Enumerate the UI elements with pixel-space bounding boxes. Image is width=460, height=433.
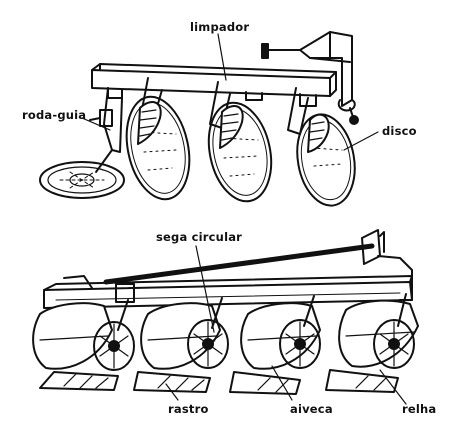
moldboard-hitch	[103, 229, 413, 301]
disc-plow	[39, 31, 379, 207]
coulter-4	[373, 319, 415, 369]
coulter-2	[187, 319, 229, 369]
moldboard-plow	[32, 229, 419, 405]
label-sega-circular: sega circular	[156, 230, 243, 244]
plow-body-2	[133, 302, 221, 393]
plow-discs	[125, 95, 356, 207]
coulters	[93, 319, 415, 371]
coulter-3	[279, 319, 321, 369]
label-limpador: limpador	[190, 20, 250, 34]
moldboard-frame	[43, 275, 413, 309]
hitch-tower	[261, 31, 359, 125]
plow-body-4	[325, 299, 419, 393]
label-disco: disco	[382, 124, 417, 138]
label-aiveca: aiveca	[290, 402, 333, 416]
label-roda-guia: roda-guia	[22, 108, 87, 122]
gauge-wheel	[39, 87, 125, 199]
coulter-1	[93, 321, 135, 371]
top-leader-lines	[81, 33, 379, 151]
scrapers	[137, 101, 330, 153]
bottom-leader-lines	[165, 245, 407, 405]
disc-plow-frame	[91, 63, 337, 107]
label-rastro: rastro	[168, 402, 209, 416]
label-relha: relha	[402, 402, 437, 416]
plow-body-1	[32, 302, 119, 391]
plow-bodies	[32, 299, 419, 395]
